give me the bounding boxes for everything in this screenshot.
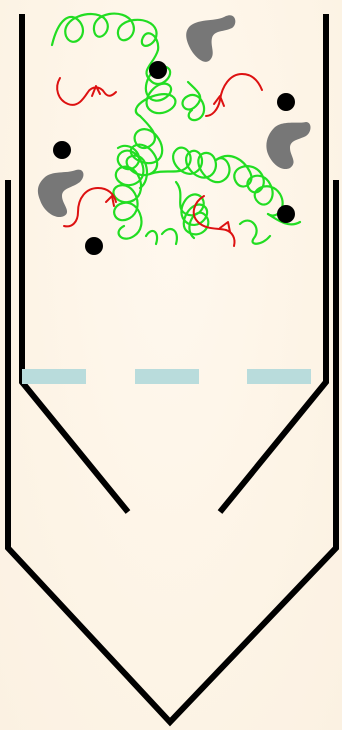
membrane-segment (247, 369, 311, 384)
dashed-membrane (22, 369, 311, 384)
red-strand (206, 74, 262, 116)
gray-blob (38, 170, 84, 217)
inner-insert-right-wall (220, 14, 326, 512)
green-strand (146, 229, 177, 244)
membrane-segment (22, 369, 86, 384)
green-strand (113, 146, 143, 239)
black-dot (53, 141, 71, 159)
red-strand (57, 78, 116, 105)
green-strand (176, 182, 208, 238)
outer-tube-outline (8, 180, 336, 722)
black-dot (85, 237, 103, 255)
red-strand (64, 188, 116, 226)
outer-tube (8, 180, 336, 722)
green-strand (136, 50, 176, 116)
green-strand (183, 82, 205, 120)
inner-insert (22, 14, 326, 512)
red-strand (106, 196, 114, 206)
long-polymer-strands (52, 14, 300, 244)
green-strand (52, 14, 158, 50)
membrane-segment (135, 369, 199, 384)
gray-blob (266, 122, 310, 169)
gray-blob (186, 15, 235, 62)
green-strand (216, 156, 283, 216)
inner-insert-left-wall (22, 14, 128, 512)
black-dot (277, 205, 295, 223)
black-dot (277, 93, 295, 111)
black-dot (149, 61, 167, 79)
